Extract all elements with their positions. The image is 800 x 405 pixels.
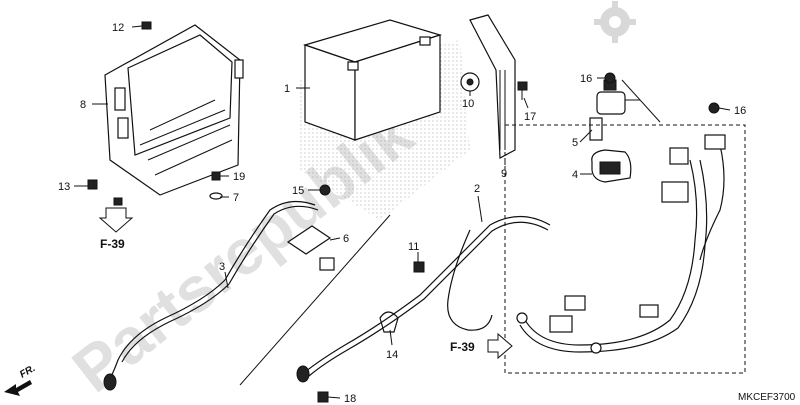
nut-13 bbox=[87, 179, 98, 190]
washer-7 bbox=[209, 192, 223, 200]
bolt-11 bbox=[413, 261, 425, 273]
callout-10: 10 bbox=[462, 98, 474, 110]
box-bolt bbox=[113, 197, 123, 206]
catalog-code: MKCEF3700 bbox=[738, 392, 796, 403]
callout-8: 8 bbox=[80, 99, 86, 111]
battery-cushion-hole bbox=[466, 78, 474, 86]
callout-17: 17 bbox=[524, 111, 536, 123]
battery-band bbox=[469, 14, 516, 159]
gear-icon bbox=[594, 1, 636, 43]
callout-7: 7 bbox=[233, 192, 239, 204]
wire-harness bbox=[516, 134, 726, 354]
harness-detail-box bbox=[504, 124, 746, 374]
callout-18: 18 bbox=[344, 393, 356, 405]
starter-relay bbox=[589, 79, 640, 141]
callout-16-top: 16 bbox=[580, 73, 592, 85]
leader-16-box bbox=[621, 79, 661, 123]
right-arrow-icon bbox=[487, 332, 513, 360]
positive-cable-edge bbox=[308, 221, 549, 377]
callout-9: 9 bbox=[501, 168, 507, 180]
nut-16-top bbox=[604, 72, 616, 84]
callout-6: 6 bbox=[343, 233, 349, 245]
fuse-holder bbox=[286, 225, 335, 271]
callout-15: 15 bbox=[292, 185, 304, 197]
callout-5: 5 bbox=[572, 137, 578, 149]
negative-terminal bbox=[103, 373, 117, 391]
callout-12: 12 bbox=[112, 22, 124, 34]
callout-11: 11 bbox=[408, 241, 419, 253]
callout-2: 2 bbox=[474, 183, 480, 195]
ref-f39-left: F-39 bbox=[100, 237, 125, 251]
relay-cover bbox=[591, 149, 632, 183]
battery bbox=[303, 19, 443, 141]
leader-lines bbox=[74, 25, 731, 399]
nut-15 bbox=[319, 184, 331, 196]
guide-line bbox=[239, 214, 391, 386]
ground-lead bbox=[447, 229, 493, 331]
front-label: FR. bbox=[18, 363, 37, 381]
callouts: 1 2 3 4 5 6 7 8 9 10 11 12 13 14 15 16 1… bbox=[58, 22, 746, 405]
callout-1: 1 bbox=[284, 83, 290, 95]
front-arrow-icon bbox=[4, 380, 32, 396]
positive-cable bbox=[304, 216, 551, 373]
ref-f39-right: F-39 bbox=[450, 340, 475, 354]
callout-4: 4 bbox=[572, 169, 578, 181]
positive-terminal bbox=[296, 365, 310, 383]
callout-3: 3 bbox=[219, 261, 225, 273]
callout-13: 13 bbox=[58, 181, 70, 193]
nut-16-right bbox=[708, 102, 720, 114]
nut-12 bbox=[141, 21, 152, 30]
callout-16-right: 16 bbox=[734, 105, 746, 117]
negative-cable-edge bbox=[121, 205, 319, 363]
negative-cable bbox=[107, 200, 316, 383]
bolt-17 bbox=[517, 81, 528, 100]
down-arrow-icon bbox=[98, 207, 134, 233]
battery-box bbox=[104, 24, 244, 196]
bolt-18 bbox=[317, 391, 329, 403]
callout-14: 14 bbox=[386, 349, 398, 361]
bolt-19 bbox=[211, 171, 221, 181]
callout-19: 19 bbox=[233, 171, 245, 183]
